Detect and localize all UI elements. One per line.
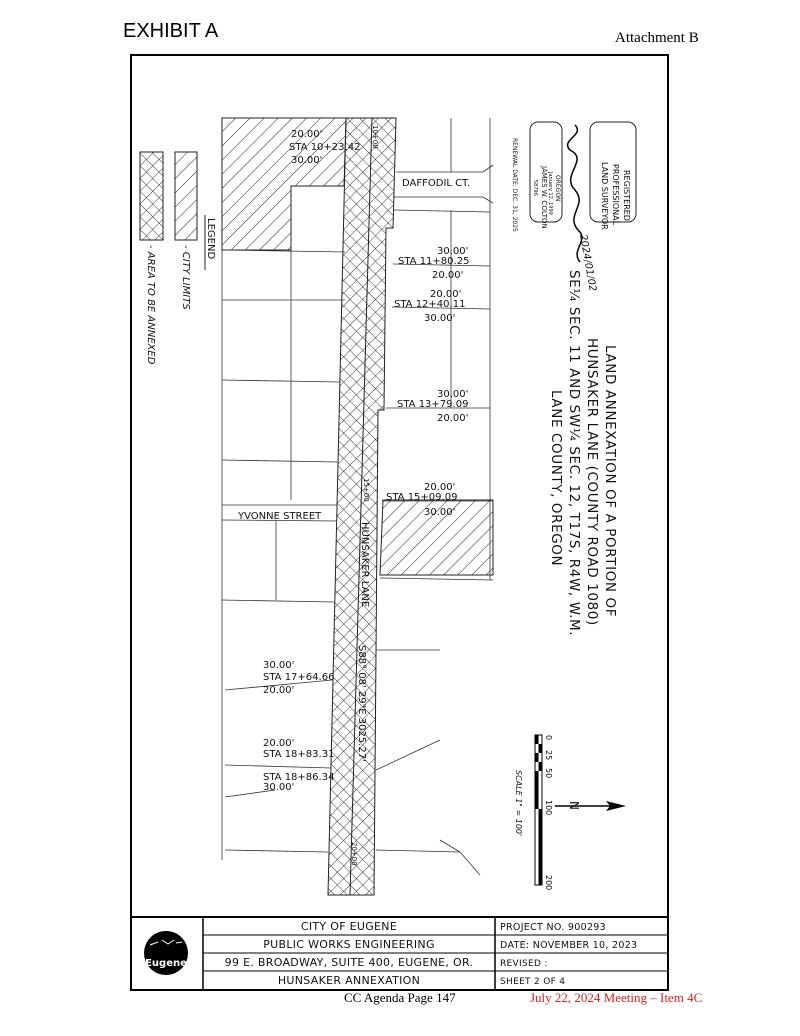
agenda-page-number: CC Agenda Page 147 [344, 990, 456, 1005]
station-label: STA 10+23.42 [289, 142, 360, 153]
station-labels: 20.00' STA 10+23.42 30.00' 30.00' STA 11… [263, 129, 469, 793]
station-label: STA 18+86.34 [263, 772, 334, 783]
sheet-border [130, 54, 669, 991]
tb-dept: PUBLIC WORKS ENGINEERING [263, 938, 435, 951]
stamp-text: REGISTERED [622, 170, 631, 221]
station-offset: 20.00' [430, 289, 461, 300]
station-offset: 30.00' [424, 507, 455, 518]
exhibit-label: EXHIBIT A [123, 20, 219, 42]
tb-address: 99 E. BROADWAY, SUITE 400, EUGENE, OR. [225, 956, 474, 969]
station-label: STA 12+40.11 [394, 299, 465, 310]
tb-sheet: SHEET 2 OF 4 [500, 977, 565, 987]
station-offset: 30.00' [437, 389, 468, 400]
title-line: SE¼ SEC. 11 AND SW¼ SEC. 12, T17S, R4W, … [566, 270, 582, 636]
scale-label: SCALE 1" = 100' [514, 770, 523, 836]
drawing-title: LAND ANNEXATION OF A PORTION OF HUNSAKER… [548, 270, 618, 636]
station-label: STA 18+83.31 [263, 749, 334, 760]
scale-tick: 100 [544, 800, 553, 815]
station-label: STA 15+09.09 [386, 492, 457, 503]
legend: LEGEND - CITY LIMITS - AREA TO BE ANNEXE… [139, 151, 216, 365]
station-offset: 30.00' [291, 155, 322, 166]
station-offset: 20.00' [263, 685, 294, 696]
title-line: HUNSAKER LANE (COUNTY ROAD 1080) [584, 338, 600, 626]
road-station: 10+00 [371, 125, 379, 149]
signature [567, 124, 583, 263]
north-arrow-icon: N [555, 801, 626, 811]
tb-project-no: PROJECT NO. 900293 [500, 922, 606, 933]
tb-date: DATE: NOVEMBER 10, 2023 [500, 940, 637, 951]
station-offset: 30.00' [437, 246, 468, 257]
street-yvonne: YVONNE STREET [237, 511, 322, 522]
legend-title: LEGEND [205, 218, 216, 259]
station-offset: 30.00' [424, 313, 455, 324]
scale-tick: 50 [544, 768, 553, 778]
scale-tick: 25 [544, 750, 553, 760]
stamp-text: OREGON [554, 175, 561, 202]
stamp-text: JAMES W. COLTON [540, 165, 548, 229]
north-label: N [567, 801, 581, 810]
street-hunsaker: HUNSAKER LANE [359, 522, 370, 607]
station-offset: 20.00' [437, 413, 468, 424]
road-station: 15+00 [362, 478, 370, 502]
stamp-text: LAND SURVEYOR [600, 162, 609, 230]
title-line: LANE COUNTY, OREGON [548, 390, 564, 566]
legend-city-limits: - CITY LIMITS [180, 245, 191, 310]
street-daffodil: DAFFODIL CT. [402, 178, 470, 189]
tb-revised: REVISED : [500, 959, 548, 969]
station-label: STA 11+80.25 [398, 256, 469, 267]
stamp-text: 58796 [532, 180, 538, 196]
tb-project-name: HUNSAKER ANNEXATION [278, 974, 420, 987]
title-block [131, 916, 668, 990]
legend-annex-area: - AREA TO BE ANNEXED [145, 245, 156, 365]
city-limits-area [221, 117, 494, 576]
scale-tick: 200 [544, 875, 553, 890]
annexation-area [327, 117, 397, 896]
station-offset: 20.00' [432, 270, 463, 281]
title-line: LAND ANNEXATION OF A PORTION OF [602, 345, 618, 617]
attachment-label: Attachment B [615, 30, 699, 46]
station-offset: 30.00' [263, 782, 294, 793]
station-label: STA 17+64.66 [263, 672, 334, 683]
eugene-logo [144, 931, 188, 975]
stamp-text: PROFESSIONAL [611, 164, 620, 226]
meeting-reference: July 22, 2024 Meeting – Item 4C [530, 990, 703, 1005]
scale-bar: 0 25 50 100 200 SCALE 1" = 100' [514, 734, 553, 890]
logo-text: Eugene [145, 958, 187, 969]
station-offset: 30.00' [263, 660, 294, 671]
tb-org: CITY OF EUGENE [301, 920, 397, 933]
stamp-renewal: RENEWAL DATE: DEC. 31, 2025 [511, 138, 518, 232]
road-station: 20+00 [350, 842, 358, 866]
station-offset: 20.00' [263, 738, 294, 749]
surveyor-stamp: REGISTERED PROFESSIONAL LAND SURVEYOR OR… [511, 121, 637, 292]
road-bearing: S88° 08' 29"E 3025.27' [356, 645, 367, 762]
station-label: STA 13+79.09 [397, 399, 468, 410]
station-offset: 20.00' [424, 482, 455, 493]
scale-tick: 0 [544, 735, 553, 740]
stamp-text: January 12, 1999 [547, 171, 553, 215]
parcel-lines [221, 118, 494, 876]
station-offset: 20.00' [291, 129, 322, 140]
